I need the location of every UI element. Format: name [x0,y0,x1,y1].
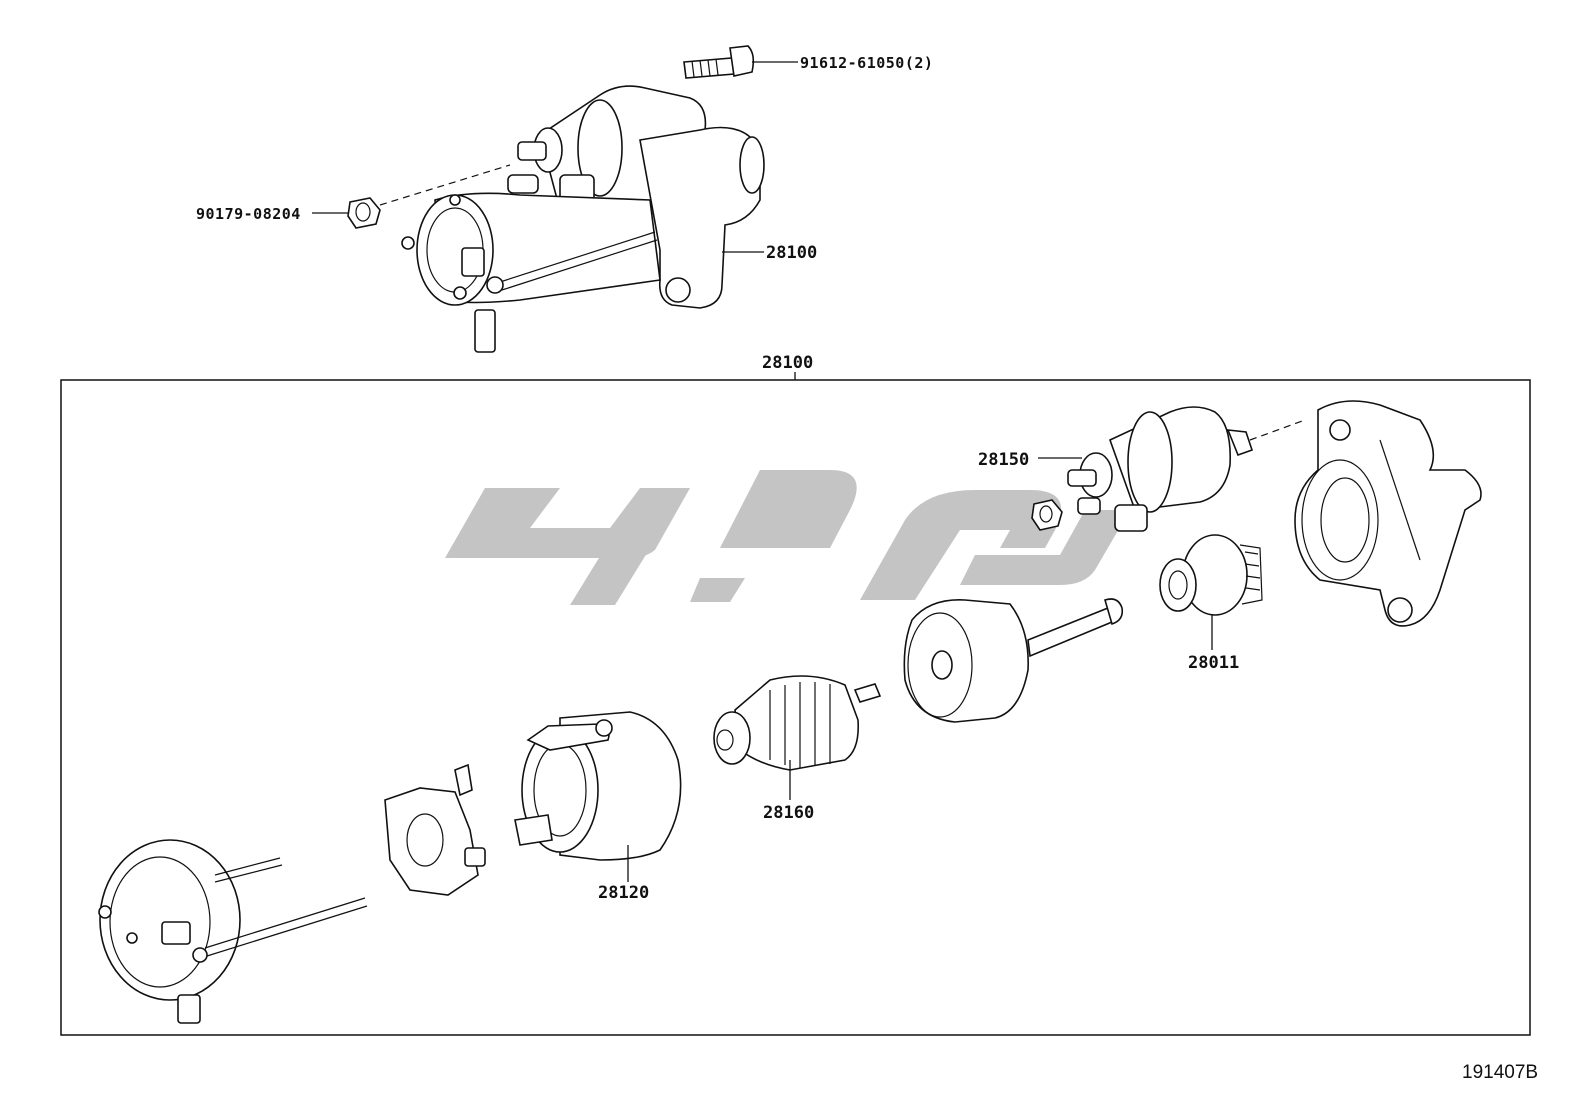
label-box-title: 28100 [762,353,813,373]
shaft-gear-part [903,598,1124,723]
watermark-logo [445,470,1130,605]
starter-assembly-illustration [401,85,765,353]
label-starter-assembly: 28100 [766,243,817,263]
small-nut-part [1031,499,1063,531]
label-bolt: 91612-61050(2) [800,54,933,72]
brush-holder-part [384,763,486,896]
drive-housing-part [1294,400,1482,627]
label-nut: 90179-08204 [196,205,301,223]
catalog-number: 191407B [1462,1062,1538,1083]
bolt-part [683,45,755,79]
clutch-part [1159,534,1263,616]
armature-part [713,675,882,771]
solenoid-part [1067,406,1254,532]
label-armature: 28160 [763,803,814,823]
label-solenoid: 28150 [978,450,1029,470]
end-cover-part [98,839,368,1024]
label-yoke: 28120 [598,883,649,903]
label-clutch: 28011 [1188,653,1239,673]
nut-part [347,197,381,229]
yoke-part [514,711,682,861]
